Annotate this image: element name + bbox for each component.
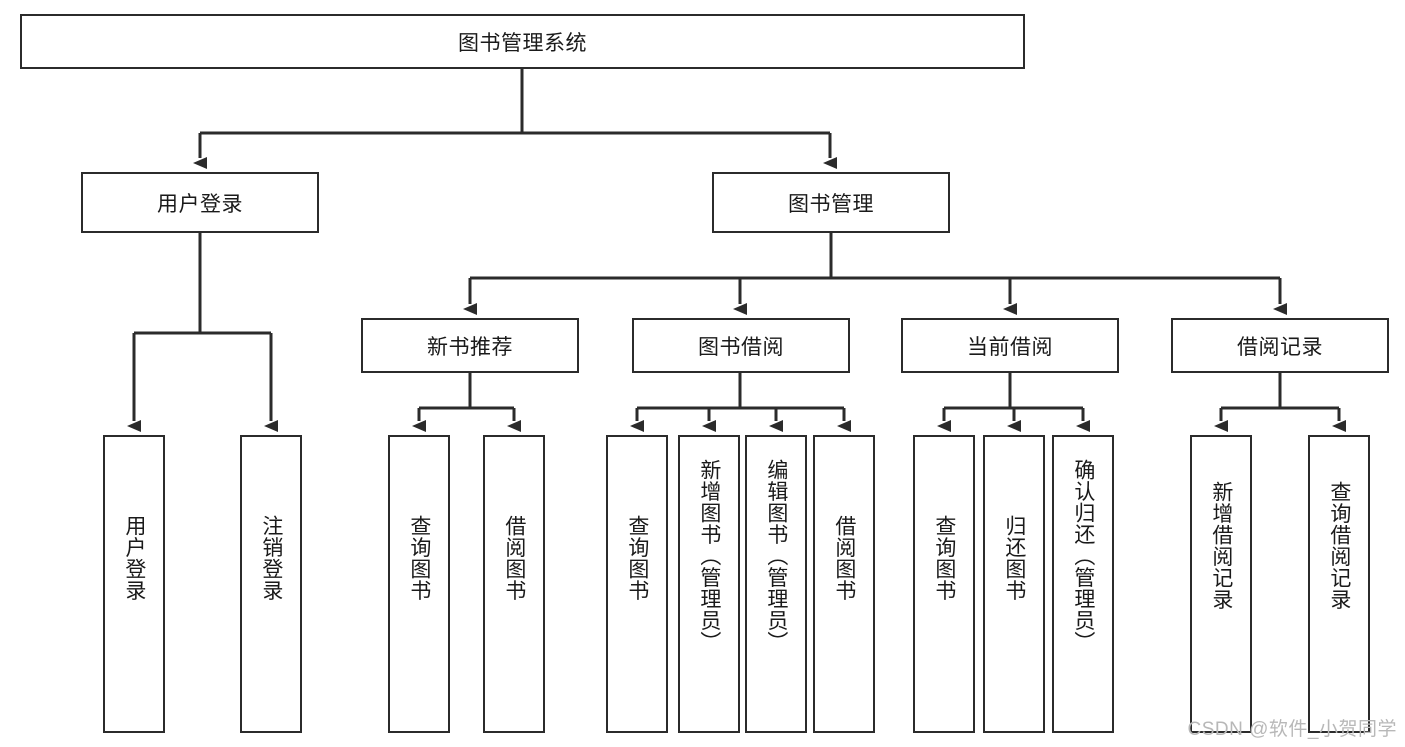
node-label: 用户登录 bbox=[157, 192, 243, 216]
node-label: 图书管理 bbox=[788, 192, 874, 216]
node-label: 用户登录 bbox=[122, 515, 146, 601]
leaf-add-book-admin[interactable]: 新增图书（管理员） bbox=[678, 435, 740, 733]
node-label: 新增图书（管理员） bbox=[697, 459, 721, 653]
leaf-add-borrow-record[interactable]: 新增借阅记录 bbox=[1190, 435, 1252, 733]
node-label: 新增借阅记录 bbox=[1209, 481, 1233, 610]
node-label: 查询图书 bbox=[932, 515, 956, 601]
node-label: 图书借阅 bbox=[698, 335, 784, 359]
leaf-query-book-borrow[interactable]: 查询图书 bbox=[606, 435, 668, 733]
node-label: 编辑图书（管理员） bbox=[764, 459, 788, 653]
node-label: 归还图书 bbox=[1002, 515, 1026, 601]
node-label: 借阅记录 bbox=[1237, 335, 1323, 359]
node-label: 查询图书 bbox=[625, 515, 649, 601]
node-user-login[interactable]: 用户登录 bbox=[81, 172, 319, 233]
node-current-borrow[interactable]: 当前借阅 bbox=[901, 318, 1119, 373]
leaf-confirm-return-admin[interactable]: 确认归还（管理员） bbox=[1052, 435, 1114, 733]
leaf-logout[interactable]: 注销登录 bbox=[240, 435, 302, 733]
node-label: 查询图书 bbox=[407, 515, 431, 601]
leaf-return-book[interactable]: 归还图书 bbox=[983, 435, 1045, 733]
node-label: 新书推荐 bbox=[427, 335, 513, 359]
leaf-edit-book-admin[interactable]: 编辑图书（管理员） bbox=[745, 435, 807, 733]
node-book-management[interactable]: 图书管理 bbox=[712, 172, 950, 233]
node-label: 借阅图书 bbox=[832, 515, 856, 601]
node-label: 确认归还（管理员） bbox=[1071, 459, 1095, 653]
leaf-borrow-book-recommend[interactable]: 借阅图书 bbox=[483, 435, 545, 733]
node-label: 图书管理系统 bbox=[458, 31, 587, 55]
node-borrow-records[interactable]: 借阅记录 bbox=[1171, 318, 1389, 373]
node-label: 借阅图书 bbox=[502, 515, 526, 601]
node-new-book-recommend[interactable]: 新书推荐 bbox=[361, 318, 579, 373]
node-label: 注销登录 bbox=[259, 515, 283, 601]
node-label: 查询借阅记录 bbox=[1327, 481, 1351, 610]
leaf-query-book-current[interactable]: 查询图书 bbox=[913, 435, 975, 733]
leaf-query-borrow-record[interactable]: 查询借阅记录 bbox=[1308, 435, 1370, 733]
node-book-borrow[interactable]: 图书借阅 bbox=[632, 318, 850, 373]
leaf-borrow-book[interactable]: 借阅图书 bbox=[813, 435, 875, 733]
leaf-query-book-recommend[interactable]: 查询图书 bbox=[388, 435, 450, 733]
node-root[interactable]: 图书管理系统 bbox=[20, 14, 1025, 69]
leaf-user-login[interactable]: 用户登录 bbox=[103, 435, 165, 733]
watermark-text: CSDN @软件_小贺同学 bbox=[1187, 719, 1397, 740]
node-label: 当前借阅 bbox=[967, 335, 1053, 359]
